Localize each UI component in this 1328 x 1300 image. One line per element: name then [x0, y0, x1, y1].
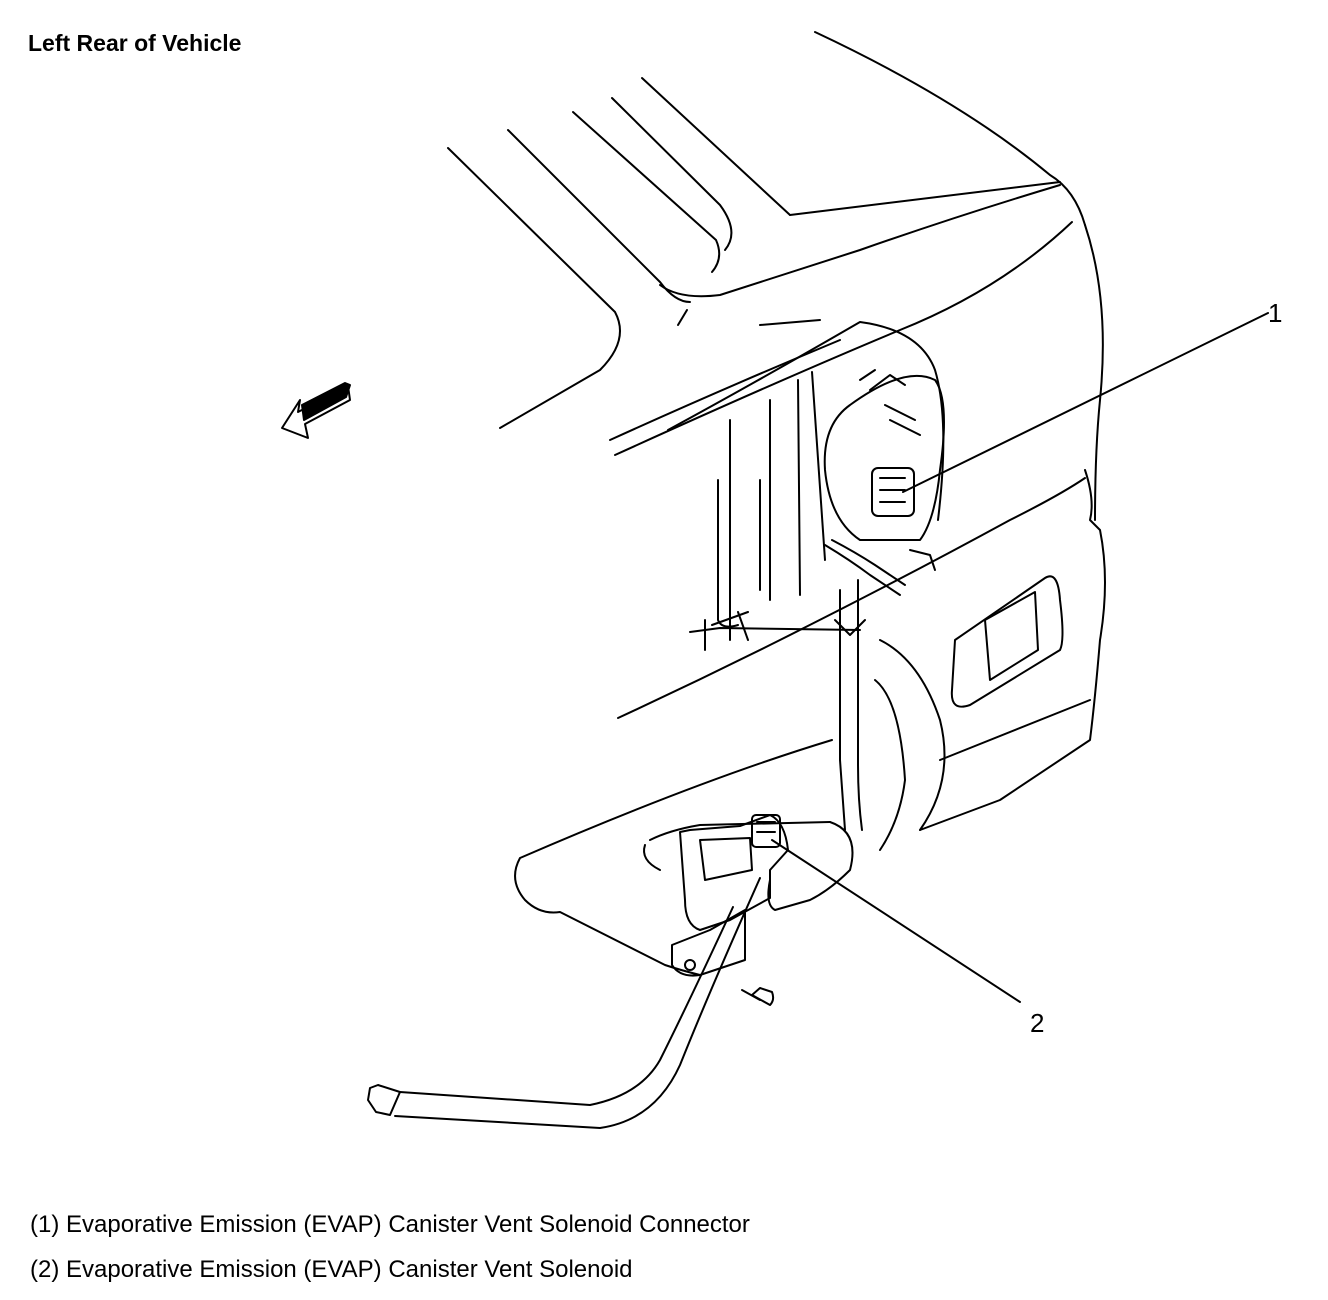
callout-legend: (1) Evaporative Emission (EVAP) Canister…	[30, 1202, 750, 1292]
upper-body-lines	[447, 31, 1086, 429]
diagram-title: Left Rear of Vehicle	[28, 30, 242, 56]
callout-1-number: 1	[1268, 298, 1282, 328]
fuel-door	[823, 369, 945, 541]
inner-panel	[704, 371, 866, 831]
rear-bumper	[874, 469, 1106, 851]
quarter-panel	[609, 221, 1104, 719]
evap-vent-solenoid	[671, 814, 789, 977]
lower-panel	[514, 739, 854, 976]
callout-1-leader-line	[902, 312, 1269, 493]
wiring-harness	[824, 539, 936, 596]
vent-hose	[367, 877, 761, 1129]
evap-vent-solenoid-connector	[871, 467, 915, 517]
callout-2-number: 2	[1030, 1008, 1044, 1038]
callout-2-leader-line	[771, 839, 1021, 1003]
mounting-bolt	[741, 987, 775, 1006]
legend-item-2: (2) Evaporative Emission (EVAP) Canister…	[30, 1256, 633, 1283]
forward-arrow-icon	[281, 382, 351, 439]
legend-item-1: (1) Evaporative Emission (EVAP) Canister…	[30, 1211, 750, 1238]
